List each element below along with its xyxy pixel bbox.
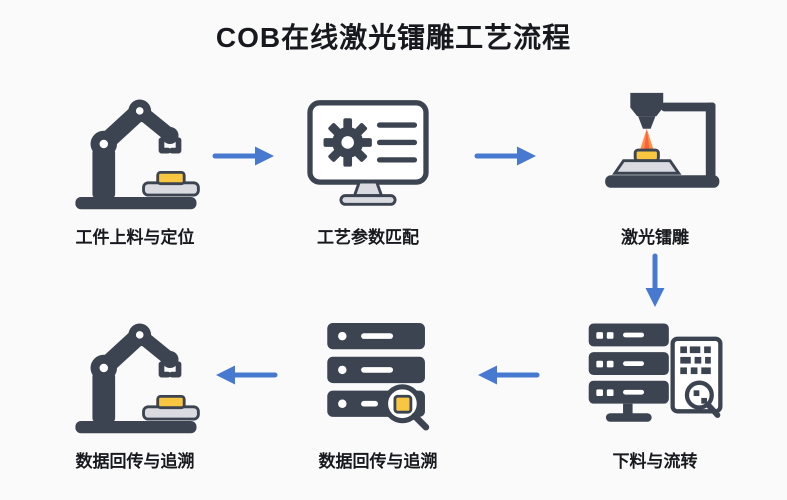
- arrow-4-to-5: [474, 362, 540, 388]
- arrow-3-to-4: [642, 253, 668, 311]
- step-label: 工件上料与定位: [75, 228, 195, 247]
- step-unload-transfer: 下料与流转: [545, 310, 765, 472]
- step-label: 激光镭雕: [621, 228, 689, 247]
- step-laser-marking: 激光镭雕: [545, 84, 765, 248]
- step-parameter-matching: 工艺参数匹配: [258, 84, 478, 248]
- step-data-traceability-robot: 数据回传与追溯: [25, 310, 245, 472]
- server-document-magnifier-icon: [581, 310, 729, 438]
- step-label: 工艺参数匹配: [317, 228, 419, 247]
- server-magnifier-icon: [316, 310, 440, 438]
- arrow-left-icon: [216, 365, 278, 385]
- arrow-right-icon: [474, 146, 536, 166]
- diagram-title: COB在线激光镭雕工艺流程: [215, 22, 572, 53]
- robot-arm-icon: [64, 84, 206, 214]
- arrow-5-to-6: [212, 362, 278, 388]
- arrow-2-to-3: [474, 143, 540, 169]
- step-label: 数据回传与追溯: [75, 452, 195, 471]
- arrow-right-icon: [212, 146, 274, 166]
- arrow-left-icon: [478, 365, 540, 385]
- step-workpiece-loading: 工件上料与定位: [25, 84, 245, 248]
- step-data-traceability-servers: 数据回传与追溯: [268, 310, 488, 472]
- arrow-down-icon: [645, 253, 665, 307]
- step-label: 下料与流转: [612, 452, 698, 471]
- robot-arm-icon: [64, 310, 206, 438]
- laser-marking-icon: [580, 84, 730, 214]
- monitor-gear-icon: [304, 84, 432, 214]
- arrow-1-to-2: [212, 143, 278, 169]
- step-label: 数据回传与追溯: [318, 452, 438, 471]
